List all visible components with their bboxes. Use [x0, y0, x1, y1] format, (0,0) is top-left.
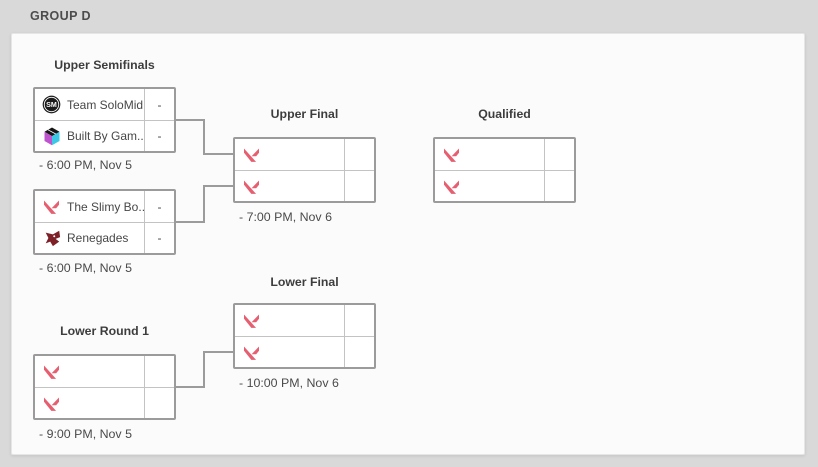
team-row-placeholder: [35, 356, 174, 387]
valorant-placeholder-icon: [242, 343, 261, 362]
team-row-placeholder: [235, 170, 374, 201]
match-upper-semi-1: SM Team SoloMid - Built By Gam... -: [33, 87, 176, 153]
team-row-team-solomid[interactable]: SM Team SoloMid -: [35, 89, 174, 120]
valorant-placeholder-icon: [442, 177, 461, 196]
tsm-logo-icon: SM: [42, 95, 61, 114]
score-cell: [544, 139, 574, 170]
connector-line: [203, 185, 205, 223]
score-cell: [544, 171, 574, 201]
connector-line: [175, 386, 204, 388]
match-time: - 6:00 PM, Nov 5: [39, 261, 132, 275]
group-title: GROUP D: [30, 9, 91, 23]
round-header-upper-final: Upper Final: [270, 107, 339, 121]
valorant-placeholder-icon: [442, 145, 461, 164]
round-header-lower-final: Lower Final: [270, 275, 339, 289]
team-row-placeholder: [435, 170, 574, 201]
score-cell: [344, 171, 374, 201]
score-cell: -: [144, 223, 174, 253]
bracket-card: Upper Semifinals Upper Final Qualified L…: [11, 33, 805, 455]
match-upper-final: [233, 137, 376, 203]
connector-line: [203, 185, 233, 187]
score-cell: -: [144, 121, 174, 151]
team-row-the-slimy-boogermen[interactable]: The Slimy Bo... -: [35, 191, 174, 222]
team-row-placeholder: [235, 336, 374, 367]
valorant-placeholder-icon: [242, 311, 261, 330]
team-row-built-by-gamers[interactable]: Built By Gam... -: [35, 120, 174, 151]
connector-line: [203, 351, 205, 388]
connector-line: [203, 153, 233, 155]
team-name: Built By Gam...: [67, 129, 144, 143]
match-time: - 7:00 PM, Nov 6: [239, 210, 332, 224]
match-time: - 10:00 PM, Nov 6: [239, 376, 339, 390]
valorant-team-logo-icon: [42, 197, 61, 216]
bbg-logo-icon: [42, 127, 61, 146]
score-cell: [144, 388, 174, 418]
match-upper-semi-2: The Slimy Bo... - Renegades -: [33, 189, 176, 255]
score-cell: [344, 337, 374, 367]
match-time: - 9:00 PM, Nov 5: [39, 427, 132, 441]
team-row-placeholder: [35, 387, 174, 418]
match-time: - 6:00 PM, Nov 5: [39, 158, 132, 172]
valorant-placeholder-icon: [42, 394, 61, 413]
connector-line: [175, 119, 204, 121]
renegades-logo-icon: [42, 229, 61, 248]
valorant-placeholder-icon: [242, 177, 261, 196]
team-name: Renegades: [67, 231, 129, 245]
match-lower-round-1: [33, 354, 176, 420]
team-row-placeholder: [235, 139, 374, 170]
score-cell: -: [144, 89, 174, 120]
score-cell: [344, 305, 374, 336]
connector-line: [175, 221, 204, 223]
round-header-upper-semifinals: Upper Semifinals: [54, 58, 155, 72]
svg-text:SM: SM: [46, 101, 57, 109]
score-cell: -: [144, 191, 174, 222]
score-cell: [344, 139, 374, 170]
team-row-placeholder: [435, 139, 574, 170]
team-row-placeholder: [235, 305, 374, 336]
round-header-lower-round-1: Lower Round 1: [60, 324, 149, 338]
connector-line: [203, 119, 205, 155]
score-cell: [144, 356, 174, 387]
qualified-box: [433, 137, 576, 203]
match-lower-final: [233, 303, 376, 369]
valorant-placeholder-icon: [242, 145, 261, 164]
round-header-qualified: Qualified: [478, 107, 531, 121]
valorant-placeholder-icon: [42, 362, 61, 381]
team-name: The Slimy Bo...: [67, 199, 144, 214]
team-row-renegades[interactable]: Renegades -: [35, 222, 174, 253]
connector-line: [203, 351, 233, 353]
team-name: Team SoloMid: [67, 97, 144, 112]
